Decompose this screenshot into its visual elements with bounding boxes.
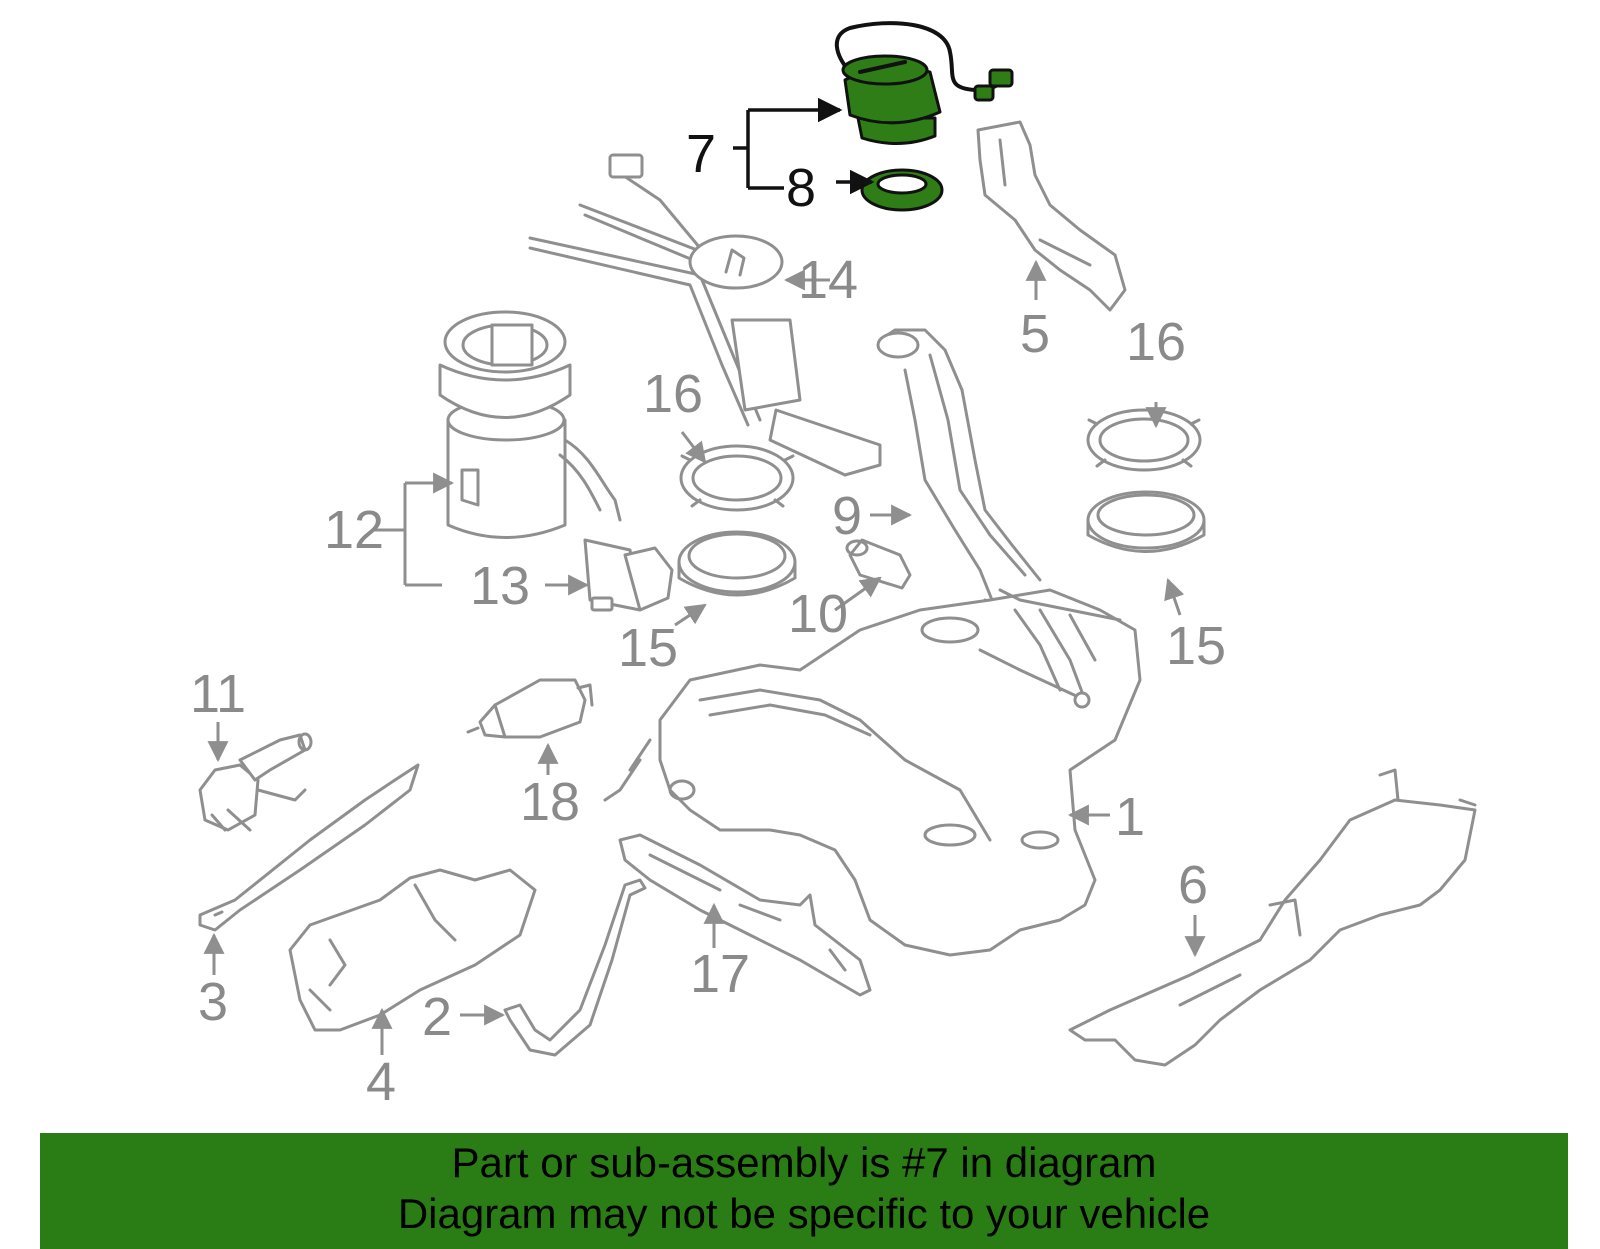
callout-3: 3 xyxy=(198,972,228,1032)
canister-part-10[interactable] xyxy=(845,538,912,590)
callout-10: 10 xyxy=(788,584,848,644)
callout-16-left: 16 xyxy=(643,364,703,424)
callout-1: 1 xyxy=(1115,787,1145,847)
callout-17: 17 xyxy=(690,944,750,1004)
callout-18: 18 xyxy=(520,772,580,832)
banner-line-1: Part or sub-assembly is #7 in diagram xyxy=(451,1139,1157,1186)
callout-12: 12 xyxy=(324,500,384,560)
sensor-part-13[interactable] xyxy=(583,538,674,612)
callout-8: 8 xyxy=(786,158,816,218)
fuel-cap-part-7[interactable] xyxy=(834,21,1014,146)
callout-14: 14 xyxy=(798,250,858,310)
lock-ring-part-16-left[interactable] xyxy=(679,444,795,512)
shield-part-4[interactable] xyxy=(288,868,537,1032)
parts-diagram: 7 8 14 5 16 16 12 9 13 10 15 15 11 18 1 … xyxy=(190,21,1477,1112)
cover-part-6[interactable] xyxy=(1068,768,1477,1067)
rail-part-17[interactable] xyxy=(618,833,872,997)
callout-15-left: 15 xyxy=(618,618,678,678)
callout-13: 13 xyxy=(470,556,530,616)
leader-lines xyxy=(203,110,1206,1055)
callout-11: 11 xyxy=(190,664,246,724)
seal-part-15-right[interactable] xyxy=(1086,490,1206,553)
valve-part-11[interactable] xyxy=(198,732,313,832)
fuel-pump-part-12[interactable] xyxy=(438,310,622,539)
callout-2: 2 xyxy=(422,987,452,1047)
strap-part-3[interactable] xyxy=(198,763,420,932)
banner-line-2: Diagram may not be specific to your vehi… xyxy=(397,1190,1211,1237)
strap-part-2[interactable] xyxy=(503,878,647,1057)
lock-ring-part-16-right[interactable] xyxy=(1086,408,1202,472)
callout-7: 7 xyxy=(686,124,716,184)
callout-9: 9 xyxy=(832,486,862,546)
fuel-tank-part-1[interactable] xyxy=(603,588,1142,957)
heat-shield-part-5[interactable] xyxy=(976,120,1127,312)
seal-part-15-left[interactable] xyxy=(677,530,797,597)
fuel-sender-part-14[interactable] xyxy=(528,153,882,477)
gasket-part-8[interactable] xyxy=(860,168,944,212)
callout-4: 4 xyxy=(366,1052,396,1112)
fuel-filter-part-18[interactable] xyxy=(466,678,594,739)
callout-15-right: 15 xyxy=(1166,616,1226,676)
callout-5: 5 xyxy=(1020,304,1050,364)
callout-6: 6 xyxy=(1178,855,1208,915)
callout-16-right: 16 xyxy=(1126,312,1186,372)
info-banner: Part or sub-assembly is #7 in diagram Di… xyxy=(40,1133,1568,1249)
